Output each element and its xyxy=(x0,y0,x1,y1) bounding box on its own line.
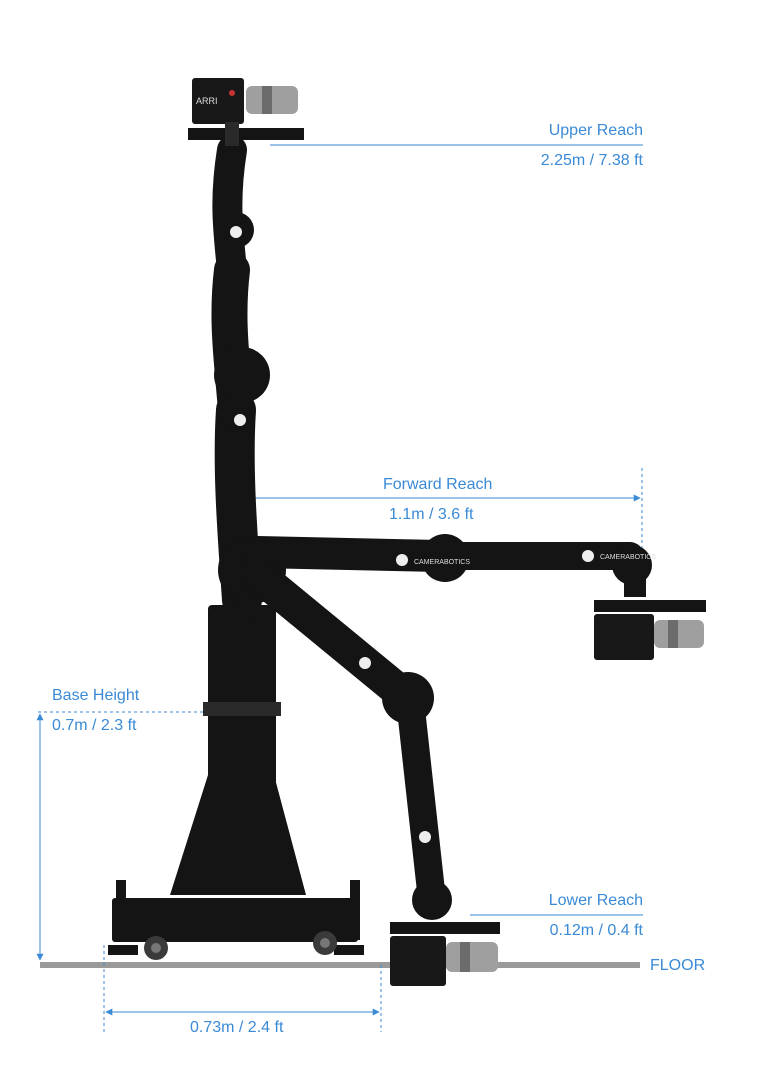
base-height-value: 0.7m / 2.3 ft xyxy=(52,717,137,734)
arm-forward-brand-text: CAMERABOTICS xyxy=(414,559,470,566)
base-column-flare xyxy=(170,775,306,895)
camera-lower xyxy=(390,922,500,986)
arm-lower-pose xyxy=(241,558,446,914)
forward-reach-label: Forward Reach xyxy=(383,476,493,493)
camera-forward xyxy=(594,600,706,660)
arm-lower-indicator-1 xyxy=(359,657,371,669)
upper-reach-label: Upper Reach xyxy=(548,122,643,139)
arm-upright-upper-link xyxy=(212,135,247,285)
base-width-value: 0.73m / 2.4 ft xyxy=(190,1019,284,1036)
arm-forward-indicator-1 xyxy=(396,554,408,566)
base-left-post xyxy=(116,880,126,940)
lower-reach-label: Lower Reach xyxy=(548,892,643,909)
caster-left-hub xyxy=(151,943,161,953)
dimension-guides xyxy=(36,144,643,1032)
upper-reach-value: 2.25m / 7.38 ft xyxy=(540,152,643,169)
base-foot-left xyxy=(108,945,138,955)
arm-forward-pose xyxy=(242,536,644,572)
arm-forward-wrist-drop xyxy=(624,565,646,597)
forward-reach-value: 1.1m / 3.6 ft xyxy=(389,506,474,523)
arm-lower-wrist-joint xyxy=(412,880,452,920)
arm-lower-fore-link xyxy=(396,686,446,914)
arm-forward-indicator-2 xyxy=(582,550,594,562)
base-height-label: Base Height xyxy=(52,687,140,704)
camera-upper-record-light xyxy=(229,90,235,96)
camera-lower-lens-ring xyxy=(460,942,470,972)
camera-upper-lens-ring xyxy=(262,86,272,114)
base-right-post xyxy=(350,880,360,940)
arm-forward-upper-link xyxy=(242,536,456,572)
arm-forward-brand-text-2: CAMERABOTICS xyxy=(600,554,656,561)
robot-base xyxy=(108,605,364,960)
camera-upper-plate xyxy=(188,128,304,140)
camera-upper-body xyxy=(192,78,244,124)
camera-lower-lens xyxy=(446,942,498,972)
caster-right-hub xyxy=(320,938,330,948)
camera-upper-brand-text: ARRI xyxy=(196,96,218,106)
base-frame xyxy=(112,898,358,942)
arm-upright-indicator-1 xyxy=(234,414,246,426)
camera-forward-lens-ring xyxy=(668,620,678,648)
base-foot-right xyxy=(334,945,364,955)
arm-lower-upper-link xyxy=(241,558,427,717)
floor-label: FLOOR xyxy=(650,957,706,974)
lower-reach-value: 0.12m / 0.4 ft xyxy=(549,922,643,939)
arm-forward-joints: CAMERABOTICS CAMERABOTICS xyxy=(396,534,656,597)
arm-forward-elbow-joint xyxy=(421,534,469,582)
arm-upright-elbow-joint xyxy=(214,347,270,403)
arm-lower-joints xyxy=(359,657,452,920)
base-column xyxy=(208,605,276,785)
camera-forward-body xyxy=(594,614,654,660)
camera-lower-body xyxy=(390,936,446,986)
camera-upper-mount xyxy=(225,122,239,146)
floor-line xyxy=(40,962,640,968)
arm-upright-indicator-2 xyxy=(230,226,242,238)
base-collar xyxy=(203,702,281,716)
camera-upper: ARRI xyxy=(188,78,304,146)
arm-lower-elbow-joint xyxy=(382,672,434,724)
camera-forward-plate xyxy=(594,600,706,612)
camera-lower-plate xyxy=(390,922,500,934)
arm-lower-indicator-2 xyxy=(419,831,431,843)
camera-forward-lens xyxy=(654,620,704,648)
